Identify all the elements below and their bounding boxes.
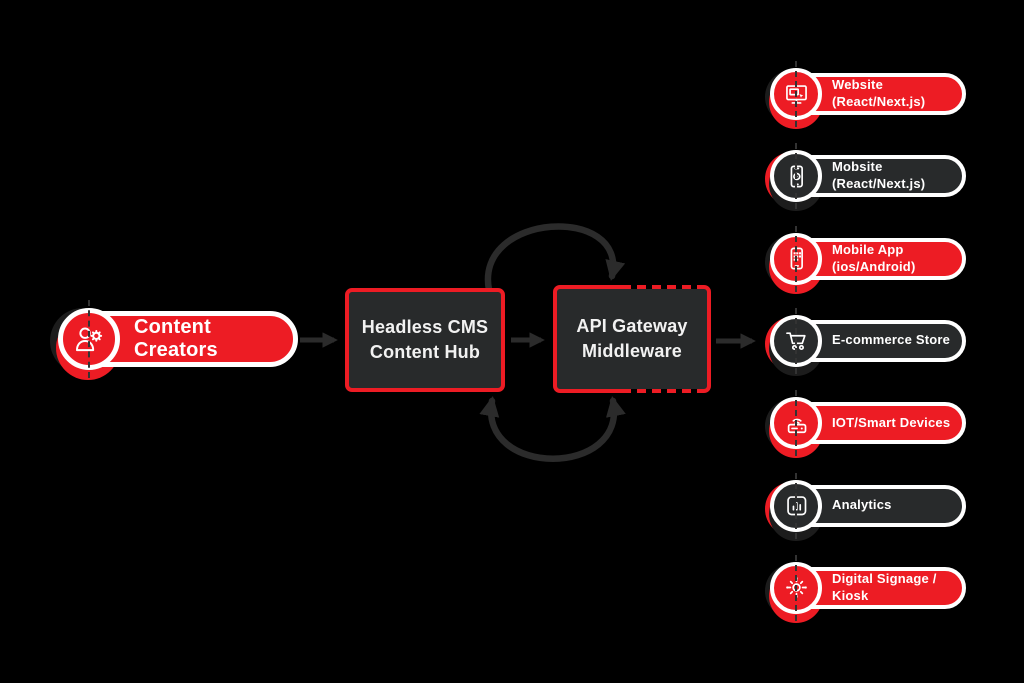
channel-pill: IOT/Smart Devices xyxy=(765,390,966,459)
channel-pill: Mobile App(ios/Android) xyxy=(765,225,966,294)
channel-pill: Analytics xyxy=(765,472,966,541)
dashed-guide-line xyxy=(88,300,90,378)
dashed-guide-line xyxy=(795,554,797,621)
dashed-guide-line xyxy=(795,390,797,457)
channel-label: Website(React/Next.js) xyxy=(832,77,926,109)
channel-label: IOT/Smart Devices xyxy=(832,414,951,430)
channel-pill: E-commerce Store xyxy=(765,307,966,376)
channel-label: Mobile App(ios/Android) xyxy=(832,241,916,274)
dashed-guide-line xyxy=(795,143,797,210)
channel-label: Mobsite(React/Next.js) xyxy=(832,159,926,192)
channel-label: Digital Signage /Kiosk xyxy=(832,570,937,603)
dashed-border-decoration xyxy=(631,285,697,289)
channel-label: E-commerce Store xyxy=(832,332,951,348)
headless-cms-label: Headless CMS Content Hub xyxy=(361,316,489,362)
channel-pill: Digital Signage /Kiosk xyxy=(765,554,966,623)
channel-pill: Website(React/Next.js) xyxy=(765,61,966,129)
api-gateway-node: API Gateway Middleware xyxy=(553,285,711,393)
dashed-border-decoration xyxy=(631,389,697,393)
dashed-guide-line xyxy=(795,472,797,539)
channel-label: Analytics xyxy=(832,497,892,513)
dashed-guide-line xyxy=(795,307,797,374)
channel-pill: Mobsite(React/Next.js) xyxy=(765,143,966,212)
api-gateway-label: API Gateway Middleware xyxy=(576,315,688,361)
content-creators-label: Content Creators xyxy=(134,316,218,361)
dashed-guide-line xyxy=(795,61,797,127)
arc-gateway-hub-bottom xyxy=(479,396,626,462)
headless-cms-node: Headless CMS Content Hub xyxy=(345,288,505,392)
content-creators-pill: Content Creators xyxy=(50,300,298,380)
dashed-guide-line xyxy=(795,225,797,292)
arc-hub-to-gateway-top xyxy=(484,223,626,294)
